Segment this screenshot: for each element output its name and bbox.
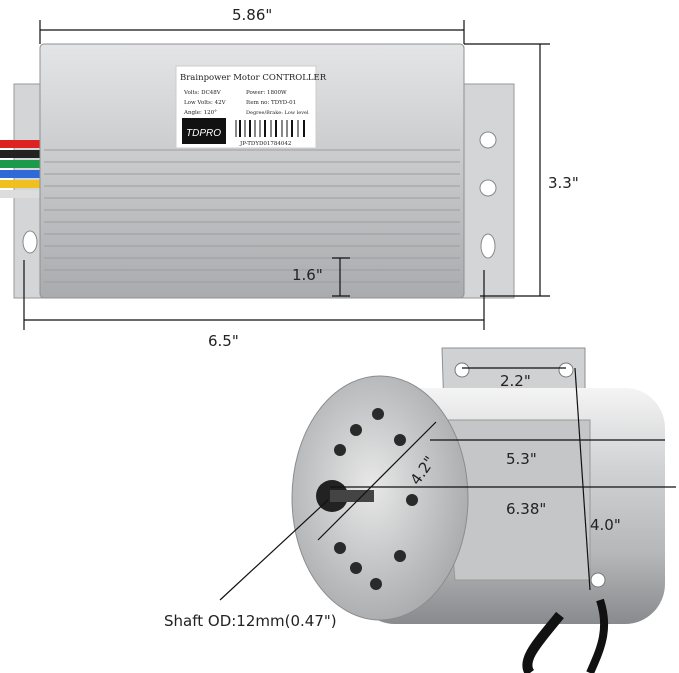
motor-cable	[522, 611, 564, 673]
label-low-volts: Low Volts: 42V	[184, 100, 227, 106]
label-title: Brainpower Motor CONTROLLER	[180, 73, 327, 83]
mount-hole	[479, 131, 497, 149]
motor-cable-2	[586, 598, 609, 673]
dim-controller-length: 5.86"	[232, 6, 272, 24]
dim-motor-mount-width: 2.2"	[500, 372, 531, 390]
label-power: Power: 1800W	[246, 90, 287, 96]
electric-motor	[291, 347, 665, 673]
bracket-hole	[590, 572, 606, 588]
logo-box	[182, 118, 226, 144]
mount-hole	[22, 230, 38, 254]
label-item-no: Item no: TDYD-01	[246, 100, 296, 106]
mount-hole	[480, 233, 496, 259]
mount-hole	[479, 179, 497, 197]
dim-motor-body-length: 5.3"	[506, 450, 537, 468]
dim-controller-height: 3.3"	[548, 174, 579, 192]
controller-wires	[0, 140, 40, 198]
label-degree: Degree/Brake: Low level	[246, 110, 309, 116]
dim-fin-depth: 1.6"	[292, 266, 323, 284]
dim-motor-height: 4.0"	[590, 516, 621, 534]
label-angle: Angle: 120°	[183, 110, 217, 116]
bracket-hole	[454, 362, 470, 378]
logo-text: TDPRO	[186, 128, 221, 139]
label-serial: JP-TDYD01784042	[239, 141, 291, 147]
motor-controller: Brainpower Motor CONTROLLER Volts: DC48V…	[0, 43, 515, 299]
dim-shaft: Shaft OD:12mm(0.47")	[164, 612, 337, 630]
motor-end-face	[291, 375, 469, 621]
controller-label: Brainpower Motor CONTROLLER Volts: DC48V…	[175, 65, 327, 149]
label-volts: Volts: DC48V	[183, 90, 222, 96]
barcode	[235, 120, 305, 137]
bracket-hole	[558, 362, 574, 378]
dim-motor-total-length: 6.38"	[506, 500, 546, 518]
face-holes	[334, 408, 418, 590]
controller-dimension-lines	[23, 20, 550, 330]
dim-mount-spacing: 6.5"	[208, 332, 239, 350]
motor-dimension-lines	[219, 367, 676, 601]
cooling-fins	[44, 149, 460, 283]
